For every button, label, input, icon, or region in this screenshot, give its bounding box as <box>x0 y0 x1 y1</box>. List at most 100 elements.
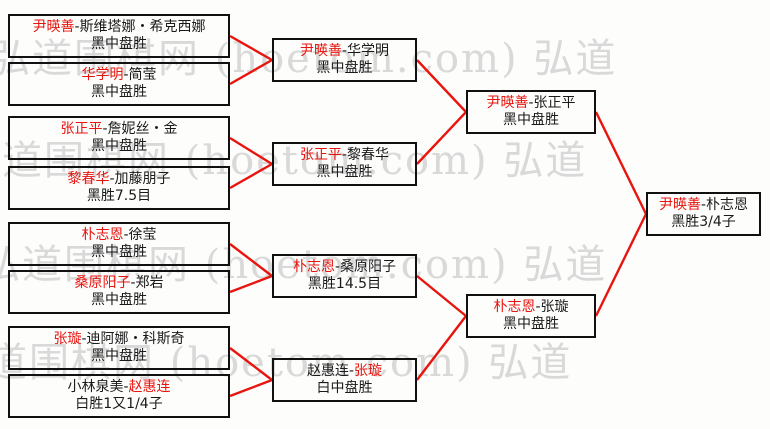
winner-name: 尹暎善 <box>299 43 342 60</box>
connector-group-round3 <box>594 111 648 317</box>
connector-group-round1 <box>229 34 273 398</box>
loser-name: 黎春华 <box>347 147 390 164</box>
match-result: 黑中盘胜 <box>503 112 559 128</box>
connector-line <box>594 213 648 317</box>
match-box[interactable]: 赵惠连-张璇 白中盘胜 <box>272 358 417 402</box>
separator: - <box>109 171 115 188</box>
match-result: 白胜1又1/4子 <box>75 396 163 412</box>
loser-name: 张正平 <box>533 95 576 112</box>
match-box[interactable]: 尹暎善-斯维塔娜・希克西娜 黑中盘胜 <box>8 14 230 58</box>
connector-line <box>229 34 273 62</box>
match-box[interactable]: 尹暎善-张正平 黑中盘胜 <box>466 90 596 134</box>
separator: - <box>341 43 348 60</box>
match-players: 华学明-简莹 <box>81 67 156 84</box>
match-result: 黑中盘胜 <box>91 244 147 260</box>
match-players: 朴志恩-张璇 <box>493 299 568 316</box>
connector-line <box>229 243 273 277</box>
match-result: 白中盘胜 <box>316 380 373 396</box>
match-box[interactable]: 张正平-黎春华 黑中盘胜 <box>272 142 417 186</box>
match-players: 尹暎善-斯维塔娜・希克西娜 <box>32 19 205 36</box>
separator: - <box>700 197 707 214</box>
match-players: 张正平-詹妮丝・金 <box>60 121 177 138</box>
match-result: 黑中盘胜 <box>91 348 147 364</box>
separator: - <box>123 67 129 84</box>
match-box[interactable]: 桑原阳子-郑岩 黑中盘胜 <box>8 270 230 314</box>
match-players: 尹暎善-华学明 <box>300 43 389 60</box>
winner-name: 华学明 <box>81 67 124 84</box>
match-box[interactable]: 张璇-迪阿娜・科斯奇 黑中盘胜 <box>8 326 230 370</box>
match-box[interactable]: 张正平-詹妮丝・金 黑中盘胜 <box>8 116 230 160</box>
match-result: 黑胜14.5目 <box>307 276 382 292</box>
loser-name: 赵惠连 <box>306 363 349 380</box>
connector-line <box>229 136 273 166</box>
connector-line <box>594 111 648 215</box>
winner-name: 黎春华 <box>67 171 110 188</box>
match-box[interactable]: 小林泉美-赵惠连 白胜1又1/4子 <box>8 374 230 418</box>
separator: - <box>334 259 341 276</box>
separator: - <box>535 299 541 316</box>
winner-name: 朴志恩 <box>292 259 335 276</box>
match-box[interactable]: 华学明-简莹 黑中盘胜 <box>8 62 230 106</box>
match-result: 黑胜3/4子 <box>671 214 736 230</box>
match-players: 尹暎善-张正平 <box>486 95 575 112</box>
match-players: 赵惠连-张璇 <box>307 363 382 380</box>
winner-name: 张正平 <box>299 147 342 164</box>
winner-name: 尹暎善 <box>658 197 701 214</box>
match-players: 黎春华-加藤朋子 <box>67 171 170 188</box>
winner-name: 尹暎善 <box>486 95 529 112</box>
loser-name: 詹妮丝・金 <box>107 121 178 138</box>
match-box[interactable]: 朴志恩-徐莹 黑中盘胜 <box>8 222 230 266</box>
separator: - <box>130 275 136 292</box>
match-result: 黑中盘胜 <box>91 36 147 52</box>
winner-name: 朴志恩 <box>81 227 124 244</box>
connector-line <box>416 111 467 165</box>
loser-name: 小林泉美 <box>67 379 124 396</box>
connector-line <box>229 378 273 398</box>
connector-line <box>229 162 273 190</box>
connector-line <box>229 274 273 294</box>
connector-group-round2 <box>416 59 467 381</box>
loser-name: 朴志恩 <box>706 197 749 214</box>
connector-line <box>416 315 467 381</box>
match-result: 黑中盘胜 <box>91 84 147 100</box>
winner-name: 张正平 <box>60 121 103 138</box>
connector-line <box>416 275 467 317</box>
separator: - <box>74 19 80 36</box>
winner-name: 尹暎善 <box>32 19 75 36</box>
loser-name: 张璇 <box>540 299 569 316</box>
winner-name: 桑原阳子 <box>74 275 131 292</box>
match-box[interactable]: 朴志恩-桑原阳子 黑胜14.5目 <box>272 254 417 298</box>
connector-line <box>416 59 467 113</box>
match-box[interactable]: 朴志恩-张璇 黑中盘胜 <box>466 294 596 338</box>
match-players: 桑原阳子-郑岩 <box>74 275 163 292</box>
winner-name: 张璇 <box>354 363 383 380</box>
loser-name: 徐莹 <box>128 227 157 244</box>
loser-name: 桑原阳子 <box>340 259 397 276</box>
separator: - <box>123 227 129 244</box>
separator: - <box>102 121 108 138</box>
match-result: 黑中盘胜 <box>316 60 373 76</box>
loser-name: 郑岩 <box>135 275 164 292</box>
match-box[interactable]: 黎春华-加藤朋子 黑胜7.5目 <box>8 166 230 210</box>
match-box[interactable]: 尹暎善-华学明 黑中盘胜 <box>272 38 417 82</box>
separator: - <box>348 363 355 380</box>
match-box[interactable]: 尹暎善-朴志恩 黑胜3/4子 <box>646 192 761 236</box>
winner-name: 赵惠连 <box>128 379 171 396</box>
loser-name: 加藤朋子 <box>114 171 171 188</box>
match-result: 黑中盘胜 <box>91 292 147 308</box>
match-result: 黑中盘胜 <box>503 316 559 332</box>
separator: - <box>123 379 129 396</box>
match-players: 朴志恩-徐莹 <box>81 227 156 244</box>
match-result: 黑中盘胜 <box>316 164 373 180</box>
loser-name: 华学明 <box>347 43 390 60</box>
loser-name: 迪阿娜・科斯奇 <box>86 331 185 348</box>
loser-name: 简莹 <box>128 67 157 84</box>
match-players: 尹暎善-朴志恩 <box>659 197 748 214</box>
connector-line <box>229 347 273 381</box>
match-players: 张璇-迪阿娜・科斯奇 <box>53 331 184 348</box>
winner-name: 朴志恩 <box>493 299 536 316</box>
match-players: 小林泉美-赵惠连 <box>67 379 170 396</box>
match-players: 张正平-黎春华 <box>300 147 389 164</box>
